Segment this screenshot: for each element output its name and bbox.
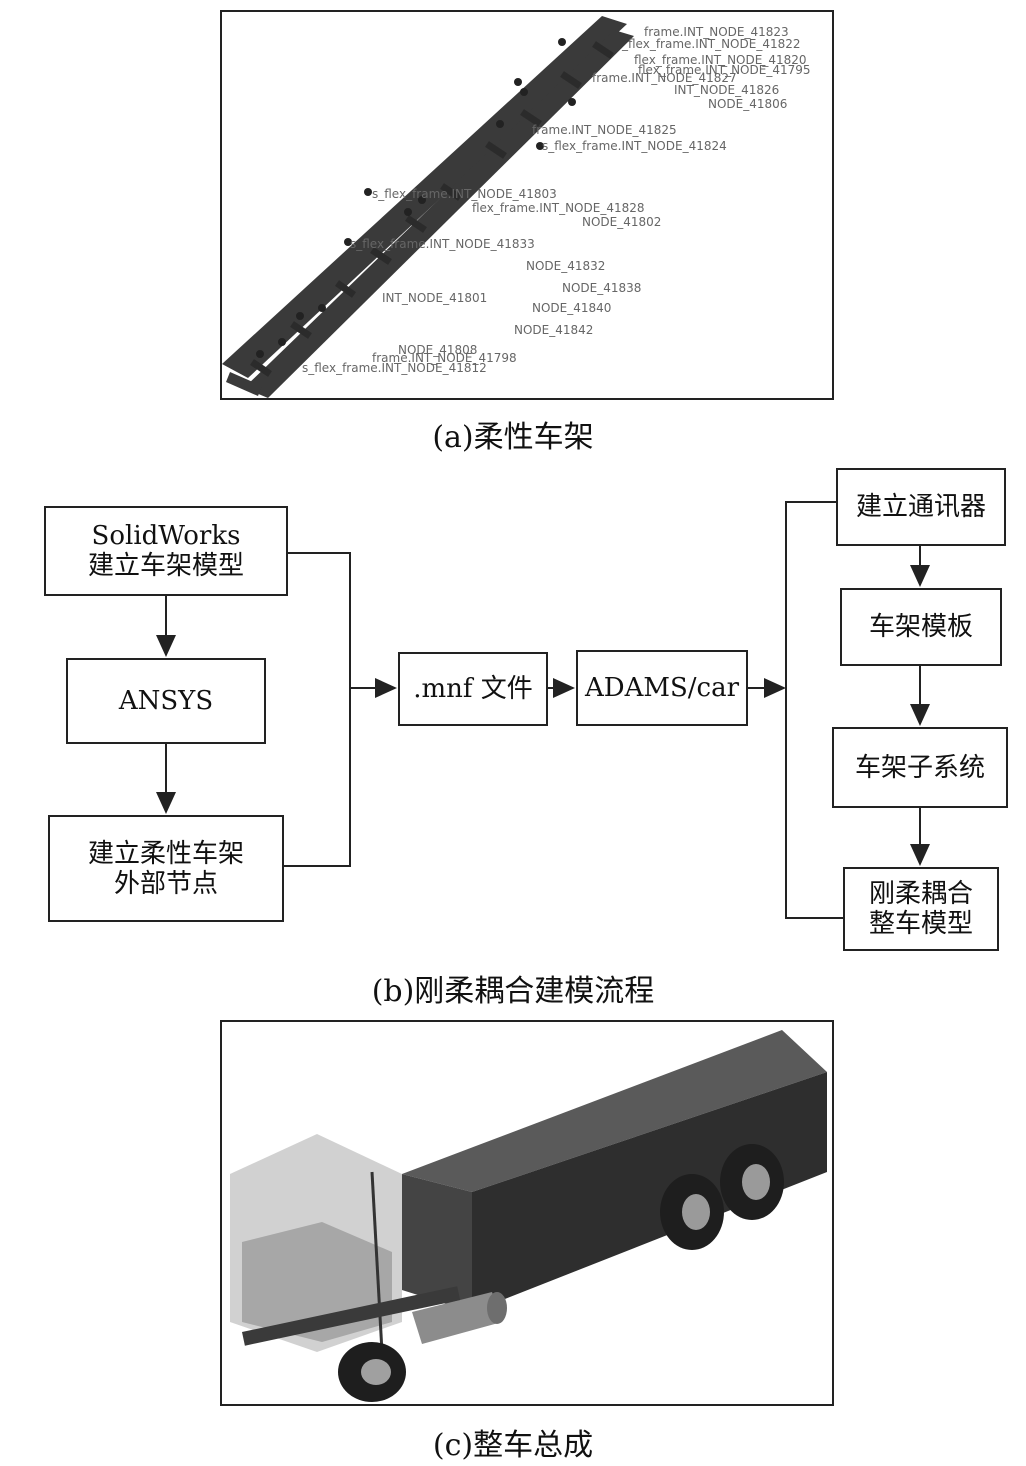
node-label: s_flex_frame.INT_NODE_41803 [372, 187, 557, 201]
node-label: s_flex_frame.INT_NODE_41833 [350, 237, 535, 251]
front-wheel [338, 1342, 406, 1402]
caption-b: (b)刚柔耦合建模流程 [371, 974, 655, 1009]
vehicle-assembly-render [230, 1030, 827, 1402]
communicator-box: 建立通讯器 [836, 468, 1006, 546]
node-label: NODE_41838 [562, 281, 641, 295]
node-label: NODE_41832 [526, 259, 605, 273]
node-labels: frame.INT_NODE_41823 _flex_frame.INT_NOD… [302, 25, 811, 375]
node-label: s_flex_frame.INT_NODE_41824 [542, 139, 727, 153]
node-label: s_flex_frame.INT_NODE_41812 [302, 361, 487, 375]
node-label: NODE_41808 [398, 343, 477, 357]
split-bracket [785, 501, 843, 919]
vehicle-assembly-view [220, 1020, 834, 1406]
merge-bracket [284, 552, 351, 867]
rear-wheels [660, 1144, 784, 1250]
node-label: frame.INT_NODE_41825 [532, 123, 677, 137]
node-label: frame.INT_NODE_41827 [592, 71, 737, 85]
flexible-frame-view: frame.INT_NODE_41823 _flex_frame.INT_NOD… [220, 10, 834, 400]
node-label: INT_NODE_41801 [382, 291, 487, 305]
node-label: flex_frame.INT_NODE_41820 [634, 53, 807, 67]
flexible-frame-render: frame.INT_NODE_41823 _flex_frame.INT_NOD… [222, 16, 811, 398]
cargo-box [402, 1030, 827, 1312]
node-markers [256, 38, 576, 358]
node-label: frame.INT_NODE_41798 [372, 351, 517, 365]
node-label: NODE_41842 [514, 323, 593, 337]
mnf-file-box: .mnf 文件 [398, 652, 548, 726]
frame-template-box: 车架模板 [840, 588, 1002, 666]
caption-c: (c)整车总成 [432, 1428, 594, 1463]
frame-subsystem-box: 车架子系统 [832, 727, 1008, 808]
fuel-tank [412, 1292, 507, 1344]
frame-crossmembers [250, 41, 614, 377]
node-label: flex_frame.INT_NODE_41828 [472, 201, 645, 215]
node-label: NODE_41840 [532, 301, 611, 315]
node-label: NODE_41802 [582, 215, 661, 229]
node-label: NODE_41806 [708, 97, 787, 111]
node-label: frame.INT_NODE_41823 [644, 25, 789, 39]
node-label: INT_NODE_41826 [674, 83, 779, 97]
caption-a: (a)柔性车架 [432, 420, 594, 455]
solidworks-box: SolidWorks 建立车架模型 [44, 506, 288, 596]
adams-car-box: ADAMS/car [576, 650, 748, 726]
external-nodes-box: 建立柔性车架 外部节点 [48, 815, 284, 922]
full-vehicle-model-box: 刚柔耦合 整车模型 [843, 867, 999, 951]
node-label: _flex_frame.INT_NODE_41822 [621, 37, 801, 51]
node-label: flex_frame.INT_NODE_41795 [638, 63, 811, 77]
ansys-box: ANSYS [66, 658, 266, 744]
